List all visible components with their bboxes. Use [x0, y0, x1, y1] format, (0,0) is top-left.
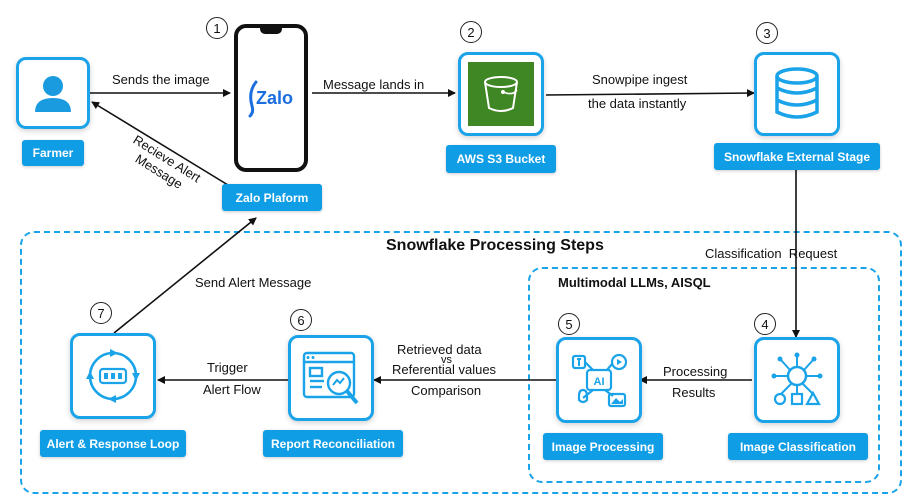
external-stage-label: Snowflake External Stage	[714, 143, 880, 170]
report-reconciliation-tile	[288, 335, 374, 421]
step-2-badge: 2	[460, 21, 482, 43]
edge-s3-to-stage	[545, 89, 755, 98]
edge-label-classification-request: Classification Request	[705, 246, 838, 261]
network-icon	[771, 352, 823, 406]
s3-bucket-label: AWS S3 Bucket	[446, 145, 556, 173]
edge-label-retrieved-2: vs	[441, 354, 452, 366]
s3-tile	[458, 52, 544, 136]
alert-loop-label: Alert & Response Loop	[40, 430, 186, 457]
zalo-platform-label: Zalo Plaform	[222, 184, 322, 211]
report-reconciliation-label: Report Reconciliation	[263, 430, 403, 457]
edge-label-retrieved-1: Retrieved data	[397, 342, 482, 357]
database-icon	[775, 67, 819, 119]
edge-label-send-alert: Send Alert Message	[195, 275, 312, 290]
person-icon	[35, 76, 71, 112]
image-classification-tile	[754, 337, 840, 423]
edge-label-snowpipe-2: the data instantly	[588, 96, 687, 111]
edge-label-message-lands: Message lands in	[323, 77, 425, 92]
step-6-badge: 6	[290, 309, 312, 331]
edge-label-retrieved-4: Comparison	[411, 383, 482, 398]
edge-alert-to-zalo	[113, 217, 257, 334]
edge-zalo-to-farmer	[91, 101, 229, 186]
edge-label-sends-image: Sends the image	[112, 72, 210, 87]
edge-label-processing-1: Processing	[663, 364, 728, 379]
step-7-badge: 7	[90, 302, 112, 324]
step-1-badge: 1	[206, 17, 228, 39]
edge-label-retrieved-3: Referential values	[392, 362, 497, 377]
snowflake-processing-container	[20, 231, 902, 494]
edge-label-processing-2: Results	[672, 385, 716, 400]
step-3-badge: 3	[756, 22, 778, 44]
multimodal-llm-container	[528, 267, 880, 483]
report-search-icon	[302, 351, 359, 405]
phone-icon: Zalo	[234, 24, 308, 172]
zalo-logo-text: Zalo	[256, 88, 294, 108]
cycle-icon	[86, 349, 140, 403]
edge-label-trigger-1: Trigger	[207, 360, 248, 375]
image-processing-tile: AI	[556, 337, 642, 423]
edge-label-trigger-2: Alert Flow	[203, 382, 261, 397]
step-4-badge: 4	[754, 313, 776, 335]
bucket-icon	[468, 62, 534, 126]
farmer-tile	[16, 57, 90, 129]
zalo-logo-icon	[248, 80, 258, 118]
external-stage-tile	[754, 52, 840, 136]
image-processing-label: Image Processing	[543, 433, 663, 460]
alert-loop-tile	[70, 333, 156, 419]
edge-label-snowpipe-1: Snowpipe ingest	[592, 72, 688, 87]
farmer-label: Farmer	[22, 140, 84, 166]
image-classification-label: Image Classification	[728, 433, 868, 460]
processing-section-title: Snowflake Processing Steps	[386, 237, 604, 254]
svg-text:AI: AI	[594, 376, 605, 388]
step-5-badge: 5	[558, 313, 580, 335]
multimodal-section-title: Multimodal LLMs, AISQL	[558, 275, 711, 290]
ai-icon: AI	[571, 353, 628, 408]
